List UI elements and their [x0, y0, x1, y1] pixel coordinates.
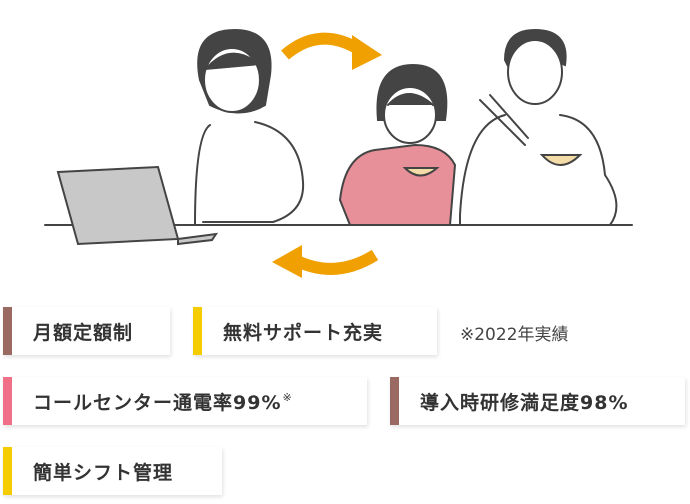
accent-bar	[3, 377, 12, 425]
arrow-bottom-icon	[292, 249, 379, 275]
accent-bar	[193, 307, 202, 355]
father-figure	[459, 28, 618, 226]
feature-label: 月額定額制	[33, 321, 134, 344]
feature-tag-free-support: 無料サポート充実	[193, 307, 437, 355]
accent-bar	[3, 307, 12, 355]
footnote: ※2022年実績	[460, 325, 569, 345]
feature-tag-training: 導入時研修満足度98%	[390, 377, 685, 425]
feature-tag-call-center: コールセンター通電率99%※	[3, 377, 367, 425]
child-figure	[338, 63, 457, 226]
feature-tag-flat-rate: 月額定額制	[3, 307, 170, 355]
cycle-arrows	[281, 32, 379, 275]
laptop	[56, 165, 219, 246]
illustration	[44, 28, 633, 278]
feature-label: コールセンター通電率99%	[33, 391, 282, 414]
feature-label: 導入時研修満足度98%	[420, 391, 629, 414]
mother-figure	[194, 28, 305, 226]
footnote-mark: ※	[282, 390, 293, 404]
accent-bar	[390, 377, 399, 425]
accent-bar	[3, 447, 12, 495]
feature-label: 簡単シフト管理	[33, 461, 174, 484]
feature-label: 無料サポート充実	[223, 321, 384, 344]
arrow-top-icon	[281, 32, 364, 60]
feature-tag-shift-management: 簡単シフト管理	[3, 447, 222, 495]
